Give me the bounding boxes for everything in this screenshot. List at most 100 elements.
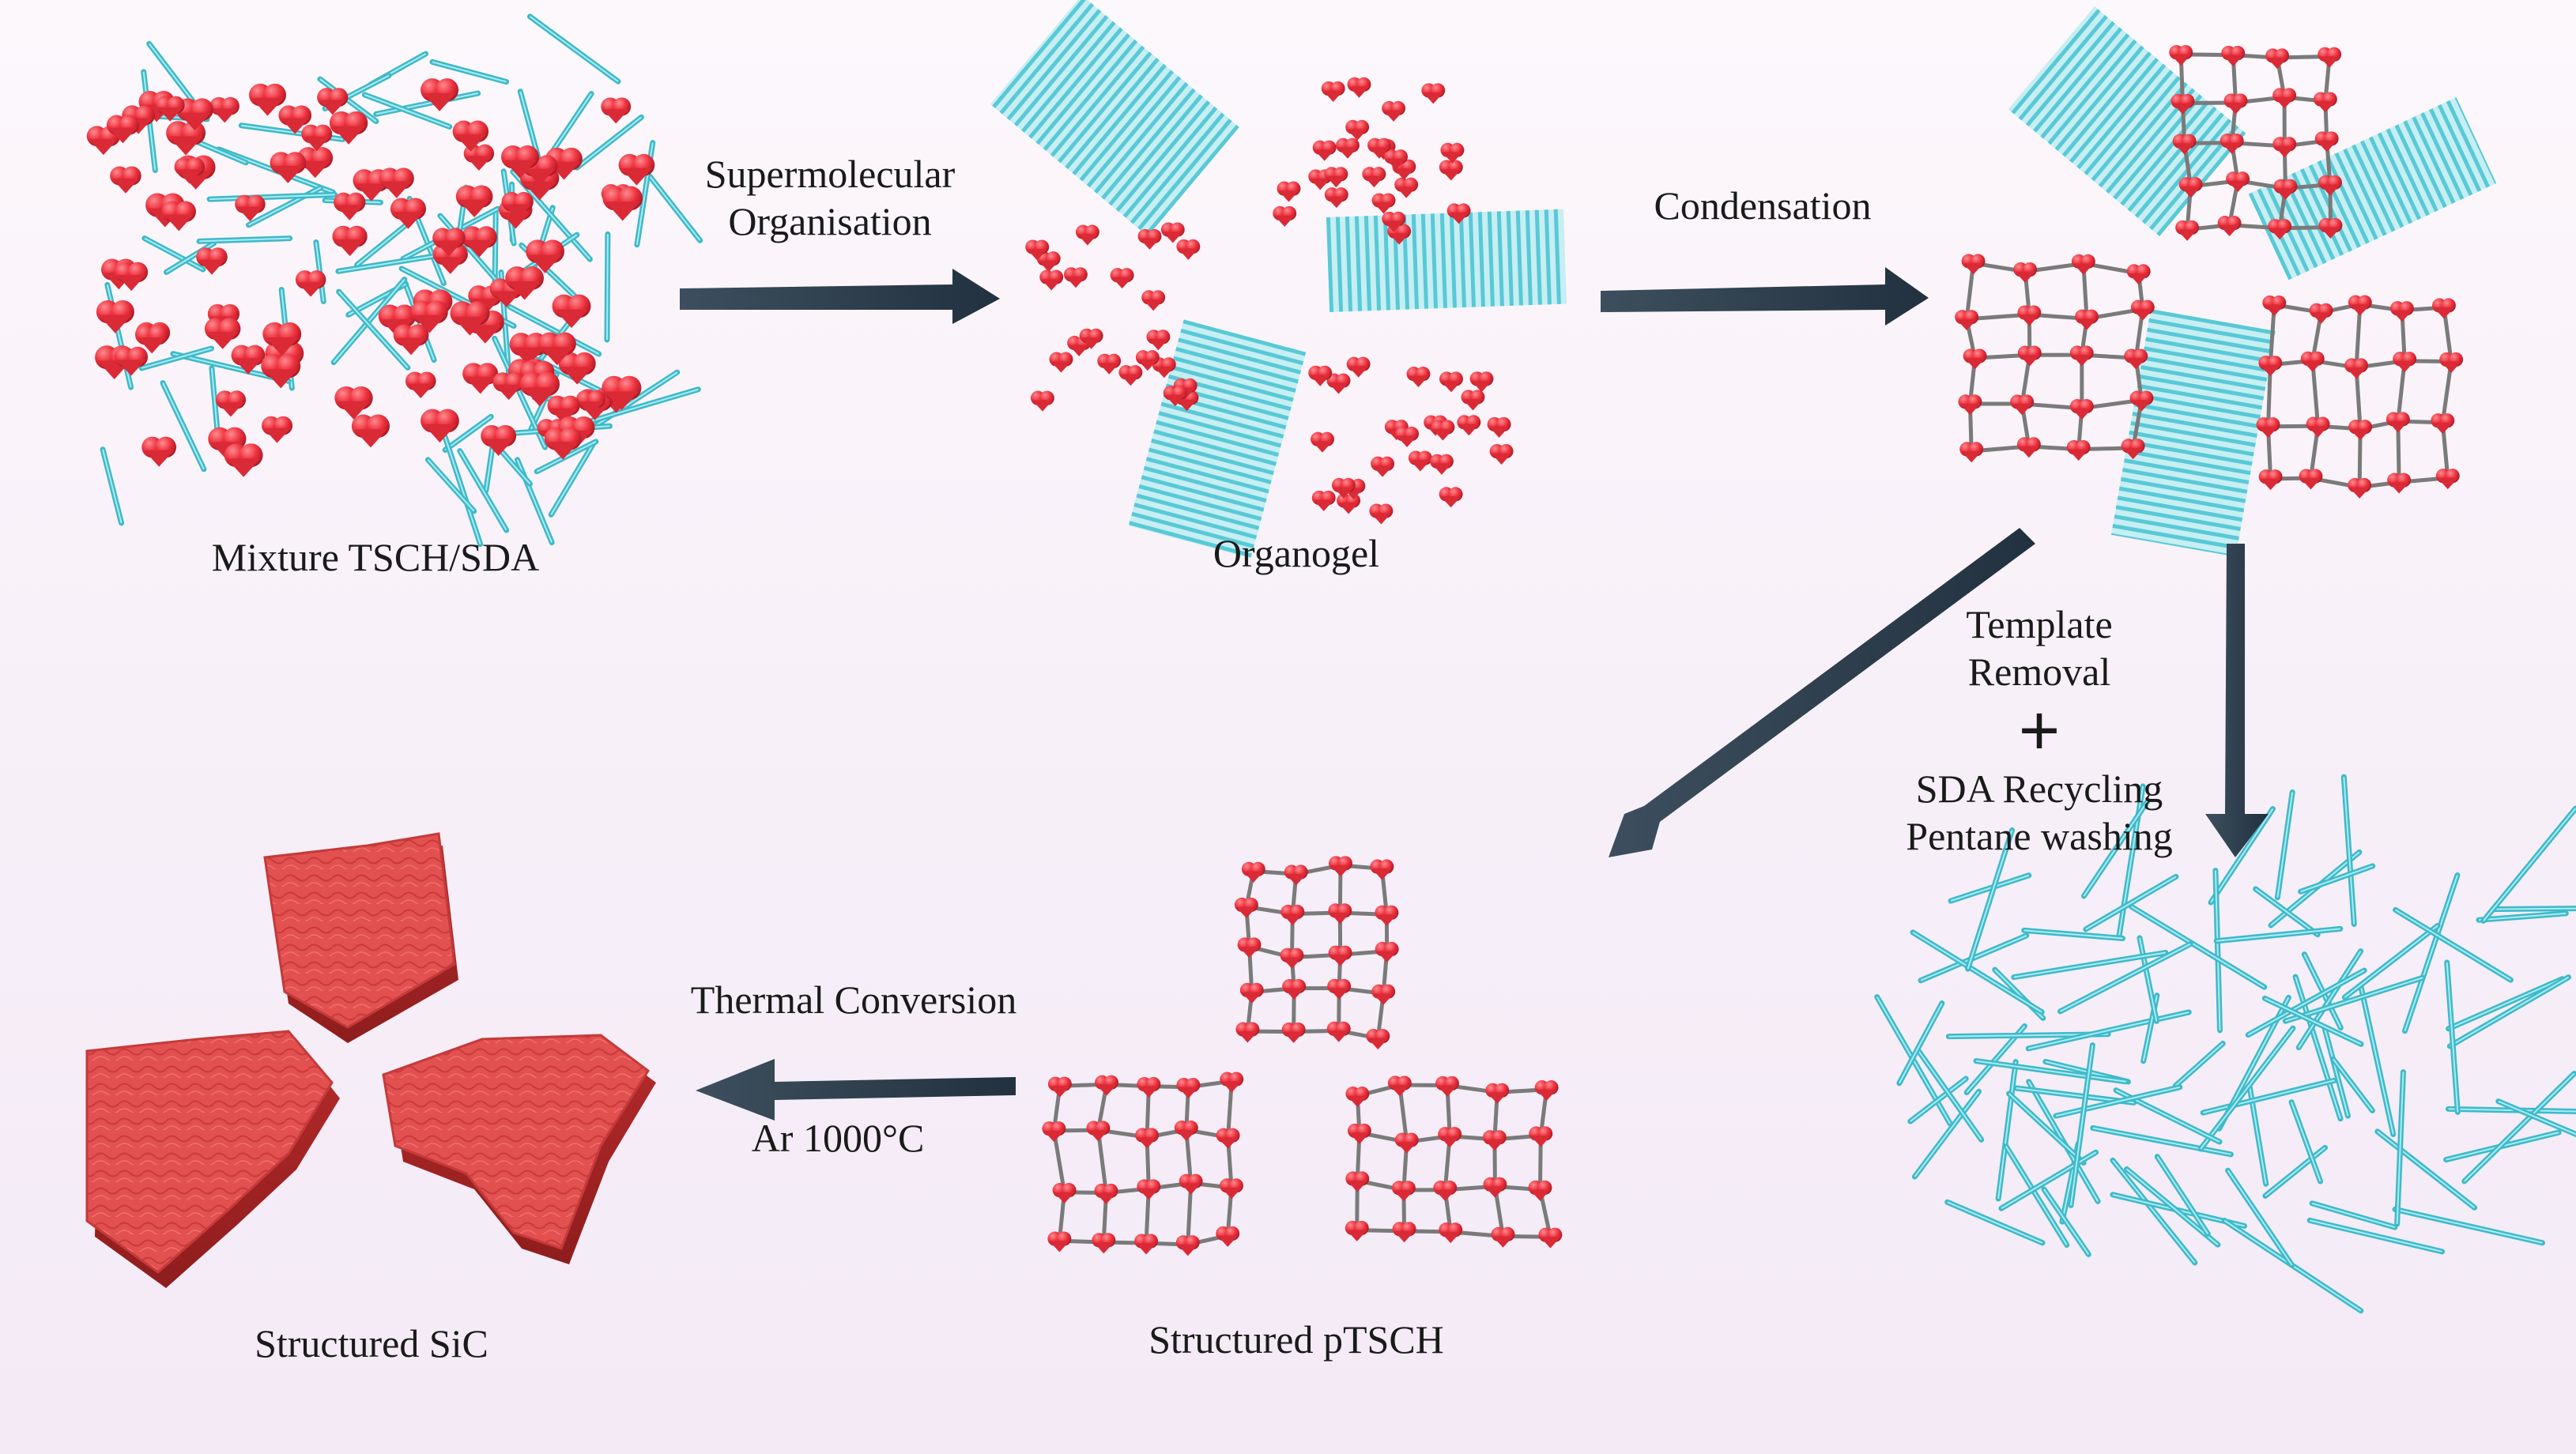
bead — [134, 324, 169, 354]
bead — [576, 390, 606, 416]
bead — [204, 318, 241, 349]
bead — [110, 166, 141, 194]
bead — [1321, 81, 1345, 102]
bead — [231, 345, 266, 375]
bead — [1282, 979, 1307, 1000]
bead — [1955, 310, 1979, 331]
bead — [1362, 167, 1386, 188]
bead — [519, 371, 560, 407]
bead — [1382, 100, 1406, 122]
organogel-cluster — [990, 0, 1567, 559]
bead — [1395, 426, 1420, 447]
bead — [2348, 477, 2372, 499]
bead — [297, 147, 334, 179]
bead — [1483, 1177, 1507, 1198]
bead — [1336, 137, 1360, 159]
bead — [601, 97, 632, 124]
bead — [2226, 171, 2250, 193]
bead — [1387, 1075, 1412, 1097]
label-mixture: Mixture TSCH/SDA — [211, 535, 540, 579]
polymer-network — [1955, 254, 2155, 463]
bead — [1137, 1179, 1161, 1200]
bead — [1110, 268, 1134, 289]
bead — [1280, 904, 1305, 925]
bead — [492, 372, 525, 401]
bead — [1345, 1171, 1370, 1192]
bead — [174, 157, 206, 184]
bead — [2265, 48, 2290, 70]
bead — [2318, 47, 2342, 68]
bead — [1384, 149, 1409, 171]
bead — [262, 322, 302, 356]
bead — [1176, 1077, 1201, 1098]
bead — [1963, 348, 1987, 370]
bead — [1461, 390, 1485, 411]
bead — [1281, 1022, 1306, 1043]
mixture-cluster — [86, 13, 703, 548]
bead — [2175, 220, 2200, 241]
bead — [1137, 1076, 1161, 1098]
bead — [334, 386, 373, 420]
bead — [96, 299, 134, 333]
bead — [295, 270, 326, 297]
bead — [1345, 1220, 1369, 1241]
bead — [278, 105, 312, 134]
bead — [1433, 1181, 1458, 1202]
bead — [209, 96, 239, 123]
polymer-network — [1345, 1075, 1563, 1249]
bead — [1312, 140, 1337, 161]
bead — [2126, 264, 2151, 285]
bead — [450, 301, 490, 336]
bead — [1371, 456, 1395, 477]
bead — [1329, 856, 1352, 877]
bead — [1097, 353, 1122, 375]
bead — [1534, 1080, 1559, 1102]
bead — [249, 83, 286, 116]
arrow-to-fibers — [2205, 544, 2269, 857]
bead — [452, 120, 489, 153]
bead — [2389, 301, 2414, 322]
bead — [1049, 352, 1073, 373]
bead — [481, 424, 517, 456]
bead — [224, 443, 263, 477]
bead — [1961, 254, 1986, 275]
bead — [1439, 160, 1463, 181]
bead — [547, 395, 580, 424]
bead — [1220, 1072, 1244, 1093]
bead — [2221, 45, 2246, 66]
bead — [1086, 1121, 1111, 1142]
bead — [1369, 503, 1394, 525]
bead — [1137, 228, 1162, 250]
bead — [2223, 93, 2248, 115]
bead — [1030, 390, 1054, 412]
bead — [1237, 937, 1262, 959]
bead — [1485, 1083, 1510, 1104]
bead — [1440, 142, 1465, 164]
bead — [1280, 947, 1304, 969]
bead — [1328, 945, 1352, 966]
bead — [1039, 269, 1064, 291]
bead — [351, 414, 390, 448]
bead — [115, 262, 149, 292]
bead — [1331, 477, 1356, 499]
bead — [1134, 1234, 1159, 1255]
bead — [526, 239, 564, 273]
label-thermal-conversion: Thermal Conversion — [690, 977, 1017, 1022]
bead — [1346, 356, 1371, 378]
bead — [379, 168, 414, 198]
bead — [1216, 1128, 1240, 1149]
bead — [618, 153, 655, 186]
bead — [1216, 1226, 1240, 1247]
bead — [2432, 298, 2456, 319]
bead — [455, 185, 493, 217]
bead — [1324, 187, 1348, 209]
bead — [552, 294, 591, 329]
bead — [1094, 1183, 1118, 1204]
bead — [1176, 239, 1201, 260]
bead — [106, 115, 139, 144]
bead — [1175, 1235, 1200, 1256]
bead — [2348, 420, 2373, 441]
bead — [1421, 83, 1446, 104]
bead — [1408, 450, 1432, 472]
